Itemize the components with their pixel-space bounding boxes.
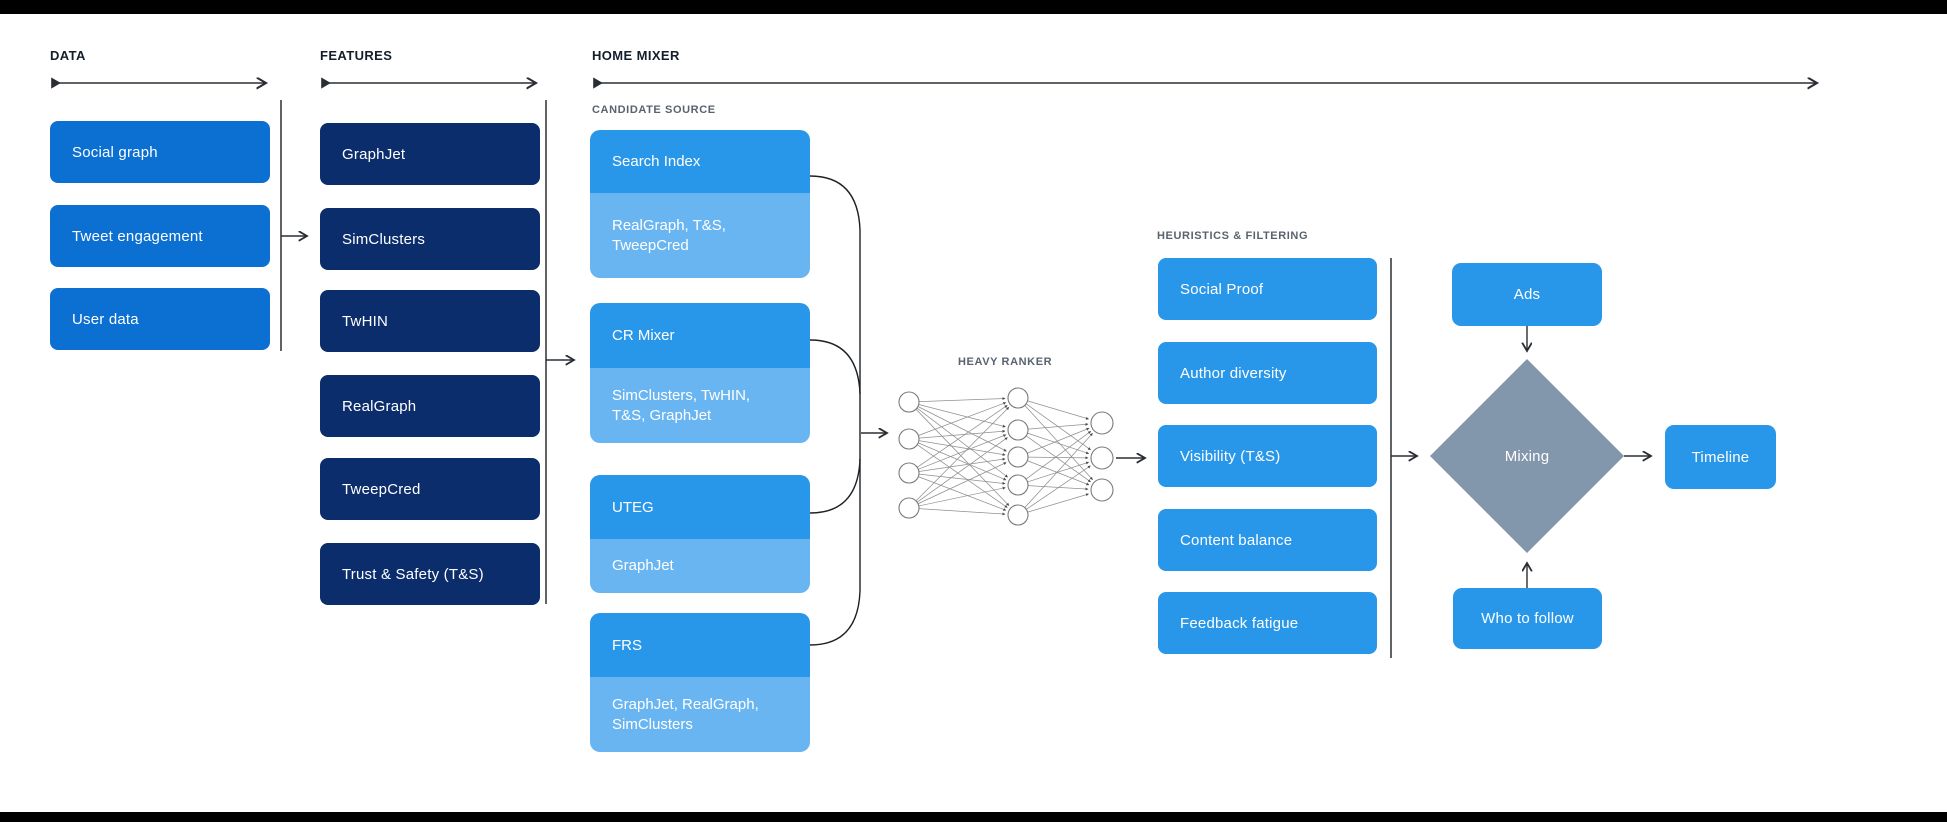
candidate-sources: SimClusters, TwHIN, T&S, GraphJet [590,368,810,443]
bottom-frame-bar [0,812,1947,822]
candidate-name: Search Index [590,130,810,193]
candidate-sources: RealGraph, T&S, TweepCred [590,193,810,278]
feature-box-simclusters: SimClusters [320,208,540,270]
filter-box-content-balance: Content balance [1158,509,1377,571]
top-frame-bar [0,0,1947,14]
candidate-name: FRS [590,613,810,677]
candidate-source-label: CANDIDATE SOURCE [592,104,716,116]
mixing-label: Mixing [1504,447,1550,465]
filter-box-author-diversity: Author diversity [1158,342,1377,404]
candidate-sources: GraphJet [590,539,810,593]
filter-box-social-proof: Social Proof [1158,258,1377,320]
candidate-frs: FRS GraphJet, RealGraph, SimClusters [590,613,810,752]
flow-arrows [281,236,1651,588]
column-separators [280,100,1392,658]
candidate-sources: GraphJet, RealGraph, SimClusters [590,677,810,752]
candidate-search-index: Search Index RealGraph, T&S, TweepCred [590,130,810,278]
filter-box-visibility: Visibility (T&S) [1158,425,1377,487]
heuristics-label: HEURISTICS & FILTERING [1157,230,1309,242]
candidate-cr-mixer: CR Mixer SimClusters, TwHIN, T&S, GraphJ… [590,303,810,443]
data-box-user-data: User data [50,288,270,350]
who-to-follow-box: Who to follow [1453,588,1602,649]
candidate-name: CR Mixer [590,303,810,368]
neural-net-edges [915,397,1093,516]
feature-box-twhin: TwHIN [320,290,540,352]
mixing-diamond [1430,359,1624,553]
feature-box-tweepcred: TweepCred [320,458,540,520]
feature-box-realgraph: RealGraph [320,375,540,437]
filter-box-feedback-fatigue: Feedback fatigue [1158,592,1377,654]
candidate-name: UTEG [590,475,810,539]
data-box-social-graph: Social graph [50,121,270,183]
section-header-features: FEATURES [320,48,393,63]
data-box-tweet-engagement: Tweet engagement [50,205,270,267]
feature-box-trust-safety: Trust & Safety (T&S) [320,543,540,605]
timeline-box: Timeline [1665,425,1776,489]
candidate-merge-curves [809,175,861,646]
candidate-uteg: UTEG GraphJet [590,475,810,593]
ads-box: Ads [1452,263,1602,326]
section-header-home-mixer: HOME MIXER [592,48,680,63]
section-header-data: DATA [50,48,86,63]
neural-net-nodes [898,387,1114,526]
feature-box-graphjet: GraphJet [320,123,540,185]
heavy-ranker-label: HEAVY RANKER [958,356,1053,368]
